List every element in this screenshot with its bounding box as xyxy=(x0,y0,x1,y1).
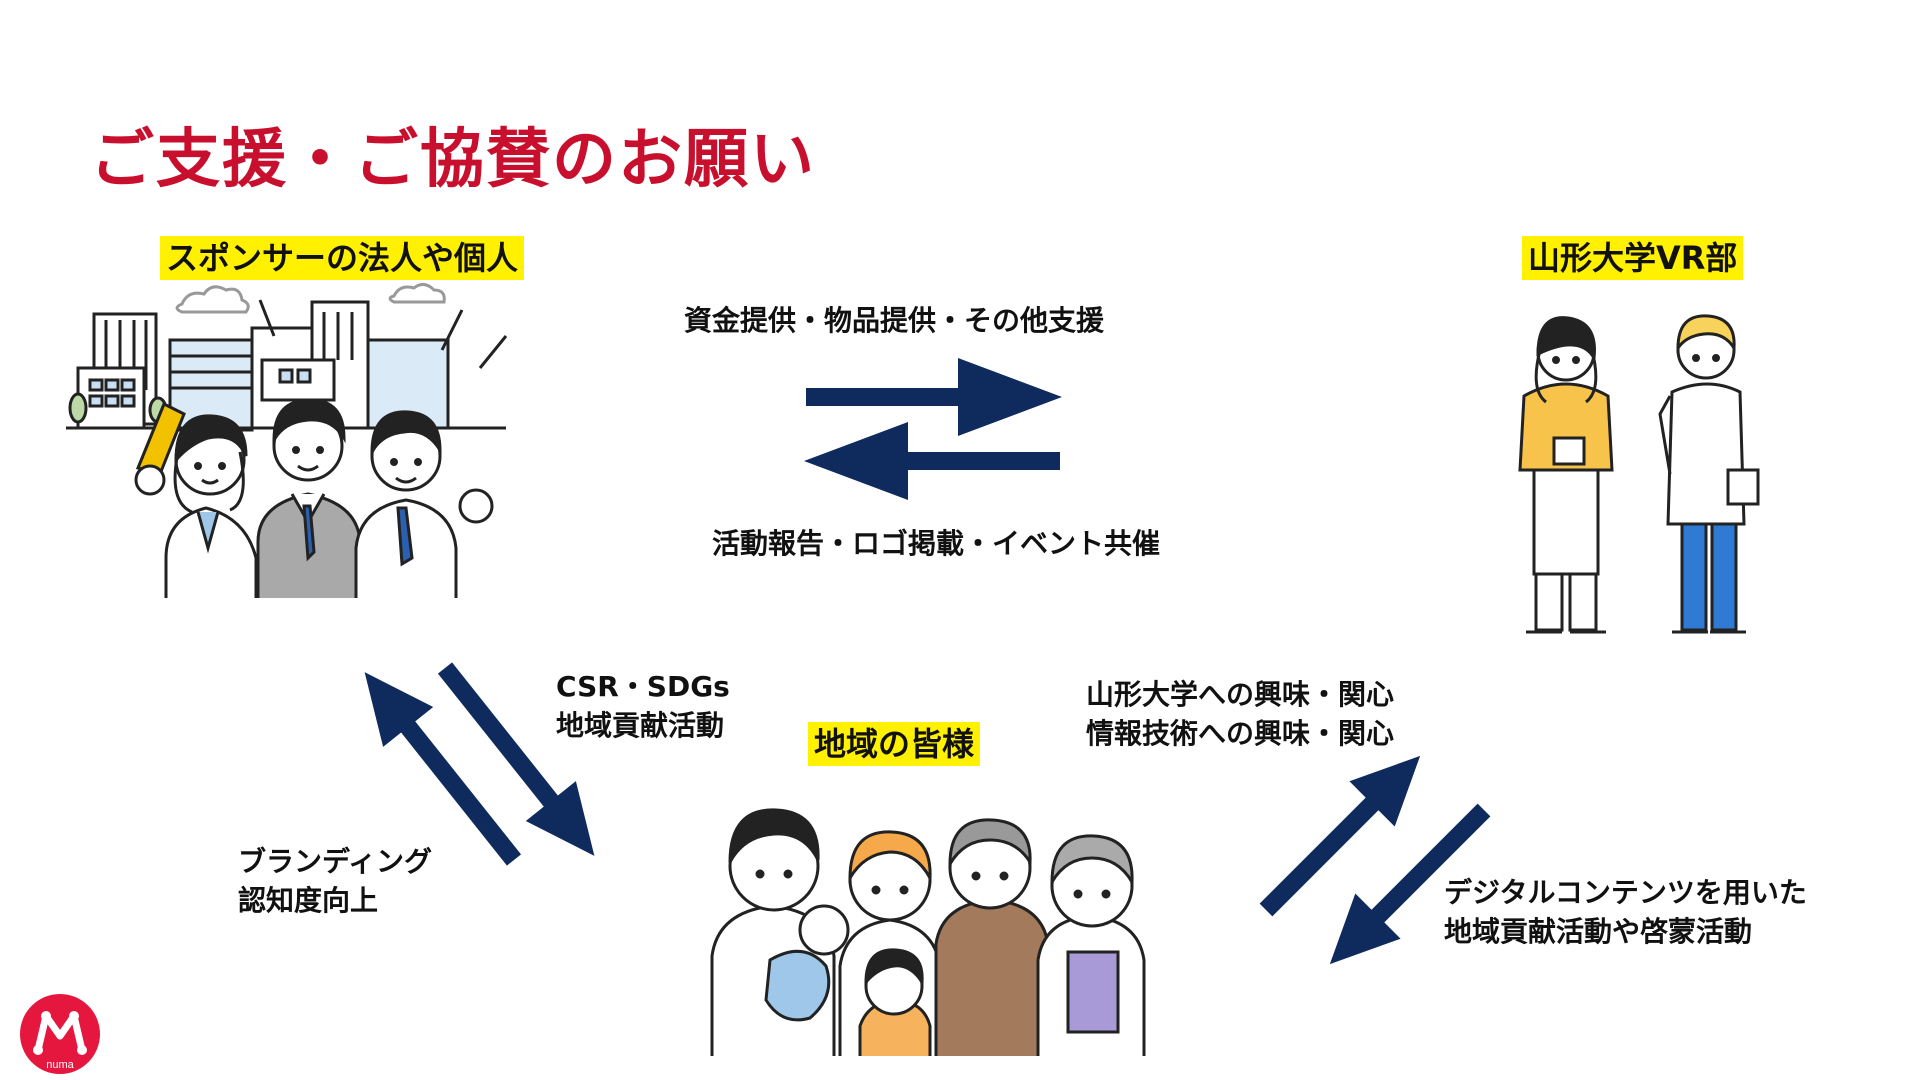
numa-logo: numa xyxy=(18,992,102,1076)
community-illustration xyxy=(710,808,1146,1056)
arrow-community-to-sponsor xyxy=(364,672,522,866)
interest-label-group: 山形大学への興味・関心 情報技術への興味・関心 xyxy=(1086,676,1394,753)
arrow-club-to-sponsor xyxy=(804,422,1060,500)
arrow-community-to-club xyxy=(1259,755,1421,917)
interest-label-line1: 山形大学への興味・関心 xyxy=(1086,678,1395,711)
arrow-sponsor-to-community xyxy=(437,662,595,856)
branding-label-line2: 認知度向上 xyxy=(238,883,379,917)
csr-label-line2: 地域貢献活動 xyxy=(556,708,725,742)
numa-logo-mark: numa xyxy=(20,994,100,1074)
csr-label-line1: CSR・SDGs xyxy=(556,670,730,703)
arrow-sponsor-to-club xyxy=(806,358,1062,436)
csr-label-group: CSR・SDGs 地域貢献活動 xyxy=(556,668,730,745)
digital-label-group: デジタルコンテンツを用いた 地域貢献活動や啓蒙活動 xyxy=(1444,874,1807,951)
sponsor-label: スポンサーの法人や個人 xyxy=(160,236,525,280)
support-label: 資金提供・物品提供・その他支援 xyxy=(684,304,1105,337)
branding-label-group: ブランディング 認知度向上 xyxy=(238,843,432,920)
club-illustration xyxy=(1518,314,1760,634)
digital-label-line2: 地域貢献活動や啓蒙活動 xyxy=(1444,914,1753,948)
arrow-club-to-community xyxy=(1329,803,1491,965)
report-label: 活動報告・ロゴ掲載・イベント共催 xyxy=(712,527,1161,560)
community-label: 地域の皆様 xyxy=(808,722,981,766)
digital-label-line1: デジタルコンテンツを用いた xyxy=(1444,876,1807,909)
club-label: 山形大学VR部 xyxy=(1522,236,1744,280)
numa-logo-text: numa xyxy=(46,1059,74,1071)
branding-label-line1: ブランディング xyxy=(238,845,433,878)
sponsor-illustration xyxy=(66,283,508,598)
page-title: ご支援・ご協賛のお願い xyxy=(90,123,816,197)
interest-label-line2: 情報技術への興味・関心 xyxy=(1086,716,1395,750)
